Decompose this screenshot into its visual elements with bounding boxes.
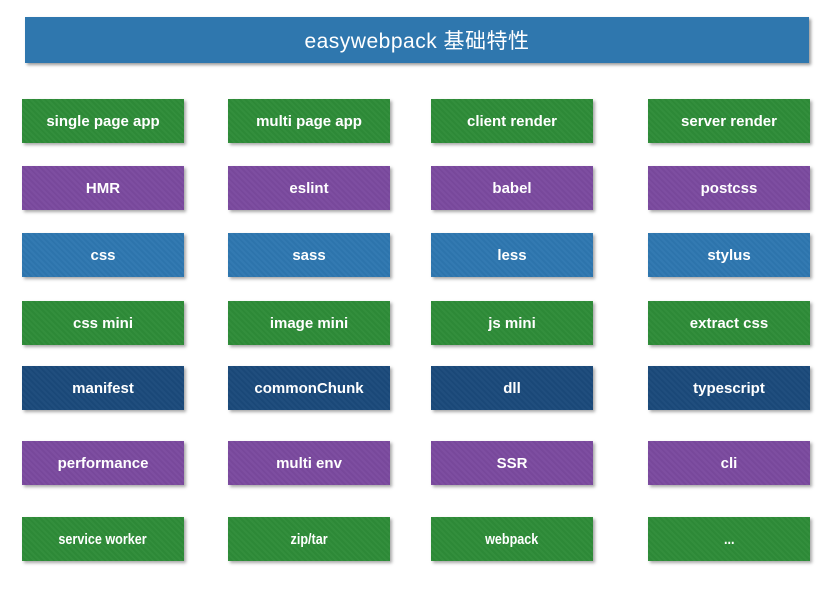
box-multi-page-app: multi page app bbox=[228, 99, 390, 143]
box-label: css mini bbox=[72, 314, 134, 332]
box-postcss: postcss bbox=[648, 166, 810, 210]
box-image-mini: image mini bbox=[228, 301, 390, 345]
box-label: commonChunk bbox=[254, 379, 364, 397]
box-label: less bbox=[497, 246, 527, 264]
box-webpack: webpack bbox=[431, 517, 593, 561]
box-client-render: client render bbox=[431, 99, 593, 143]
box-label: postcss bbox=[700, 179, 758, 197]
box-label: babel bbox=[492, 179, 532, 197]
box-typescript: typescript bbox=[648, 366, 810, 410]
box-css-mini: css mini bbox=[22, 301, 184, 345]
box-multi-env: multi env bbox=[228, 441, 390, 485]
box-stylus: stylus bbox=[648, 233, 810, 277]
box-label: webpack bbox=[485, 530, 539, 548]
box-hmr: HMR bbox=[22, 166, 184, 210]
page-title: easywebpack 基础特性 bbox=[304, 30, 530, 53]
box-label: stylus bbox=[707, 246, 751, 264]
box-less: less bbox=[431, 233, 593, 277]
box-label: manifest bbox=[72, 379, 134, 397]
box-label: js mini bbox=[488, 314, 536, 332]
box-label: multi env bbox=[276, 454, 342, 472]
box-label: zip/tar bbox=[290, 530, 328, 548]
box-label: eslint bbox=[289, 179, 329, 197]
box-dll: dll bbox=[431, 366, 593, 410]
box-ssr: SSR bbox=[431, 441, 593, 485]
box-label: dll bbox=[503, 379, 521, 397]
box-label: extract css bbox=[689, 314, 769, 332]
box-single-page-app: single page app bbox=[22, 99, 184, 143]
box-zip-tar: zip/tar bbox=[228, 517, 390, 561]
box-manifest: manifest bbox=[22, 366, 184, 410]
box-label: client render bbox=[466, 112, 558, 130]
box-sass: sass bbox=[228, 233, 390, 277]
box-more: ... bbox=[648, 517, 810, 561]
box-label: css bbox=[90, 246, 116, 264]
box-label: ... bbox=[723, 530, 735, 548]
box-label: cli bbox=[720, 454, 738, 472]
box-service-worker: service worker bbox=[22, 517, 184, 561]
box-label: typescript bbox=[693, 379, 765, 397]
box-label: server render bbox=[681, 112, 777, 130]
box-label: single page app bbox=[46, 112, 160, 130]
title-banner: easywebpack 基础特性 bbox=[25, 17, 809, 63]
box-css: css bbox=[22, 233, 184, 277]
box-performance: performance bbox=[22, 441, 184, 485]
box-label: image mini bbox=[269, 314, 349, 332]
box-commonchunk: commonChunk bbox=[228, 366, 390, 410]
box-js-mini: js mini bbox=[431, 301, 593, 345]
box-label: service worker bbox=[58, 530, 148, 548]
box-cli: cli bbox=[648, 441, 810, 485]
box-label: sass bbox=[292, 246, 326, 264]
box-eslint: eslint bbox=[228, 166, 390, 210]
box-label: multi page app bbox=[256, 112, 362, 130]
box-label: performance bbox=[57, 454, 149, 472]
box-babel: babel bbox=[431, 166, 593, 210]
box-label: HMR bbox=[85, 179, 121, 197]
box-label: SSR bbox=[496, 454, 528, 472]
box-server-render: server render bbox=[648, 99, 810, 143]
box-extract-css: extract css bbox=[648, 301, 810, 345]
